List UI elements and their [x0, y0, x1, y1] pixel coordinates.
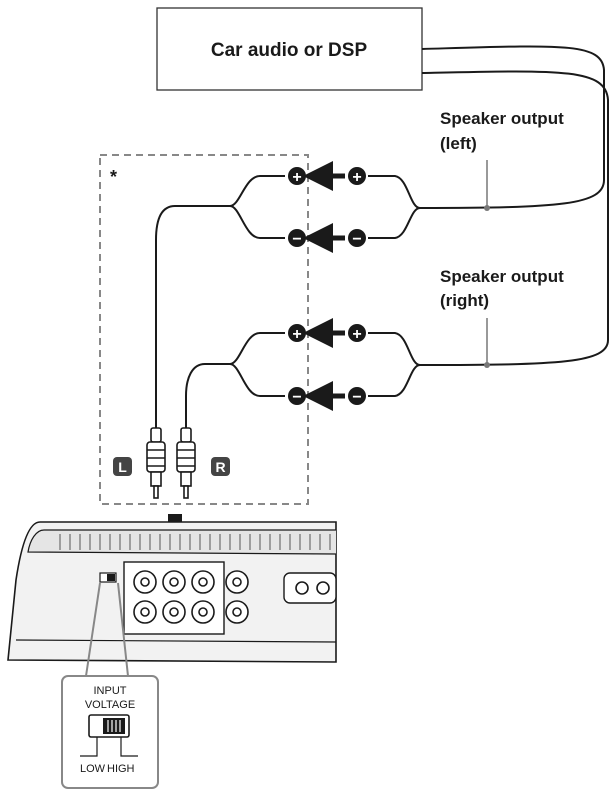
switch-slider: [103, 718, 125, 734]
right-minus-connection: − −: [288, 381, 366, 411]
speaker-left-line2: (left): [440, 134, 477, 153]
wire-right-feed: [419, 70, 609, 366]
speaker-right-line2: (right): [440, 291, 489, 310]
amplifier-top-ridge: [27, 529, 337, 555]
rca-plug-left: [146, 427, 166, 499]
svg-text:+: +: [352, 326, 361, 343]
svg-text:+: +: [292, 326, 301, 343]
switch-high-label: HIGH: [107, 763, 135, 775]
output-terminal-panel: [283, 572, 337, 604]
source-box: [156, 7, 423, 91]
svg-text:+: +: [292, 169, 301, 186]
right-minus-terminal-in: [288, 387, 306, 405]
adapter-note-mark: *: [110, 167, 117, 187]
source-unit: Car audio or DSP: [156, 7, 423, 91]
channel-right-badge: R: [211, 457, 230, 476]
left-minus-terminal-out: [348, 229, 366, 247]
speaker-right-line1: Speaker output: [440, 267, 564, 286]
right-plus-connection: + +: [288, 318, 366, 348]
channel-left-label: L: [118, 459, 127, 475]
channel-left-badge: L: [113, 457, 132, 476]
left-minus-terminal-in: [288, 229, 306, 247]
left-plus-terminal-out: [348, 167, 366, 185]
channel-right-label: R: [215, 459, 225, 475]
speaker-right-junction: [484, 362, 490, 368]
switch-low-label: LOW: [80, 763, 106, 775]
switch-callout: INPUT VOLTAGE LOW HIGH: [61, 582, 159, 789]
adapter-dashed-box: [99, 154, 309, 505]
switch-title-line1: INPUT: [94, 685, 127, 697]
source-label: Car audio or DSP: [211, 40, 368, 61]
amplifier-unit: [7, 521, 337, 663]
wire-left-feed: [419, 45, 605, 209]
left-minus-connection: − −: [288, 223, 366, 253]
speaker-left-line1: Speaker output: [440, 109, 564, 128]
input-jacks: [133, 570, 249, 624]
rca-plug-right: [176, 427, 196, 499]
source-wires: [419, 45, 609, 366]
right-channel-branch: [185, 332, 421, 428]
speaker-left-label: Speaker output (left): [440, 109, 564, 211]
svg-text:−: −: [292, 231, 301, 248]
left-plus-terminal-in: [288, 167, 306, 185]
right-plus-terminal-in: [288, 324, 306, 342]
left-channel-branch: [155, 175, 421, 428]
right-plus-terminal-out: [348, 324, 366, 342]
speaker-right-label: Speaker output (right): [440, 267, 564, 368]
switch-title-line2: VOLTAGE: [85, 699, 135, 711]
svg-text:−: −: [352, 231, 361, 248]
left-plus-connection: + +: [288, 161, 366, 191]
svg-text:−: −: [352, 389, 361, 406]
svg-text:−: −: [292, 389, 301, 406]
speaker-left-junction: [484, 205, 490, 211]
svg-text:+: +: [352, 169, 361, 186]
right-minus-terminal-out: [348, 387, 366, 405]
